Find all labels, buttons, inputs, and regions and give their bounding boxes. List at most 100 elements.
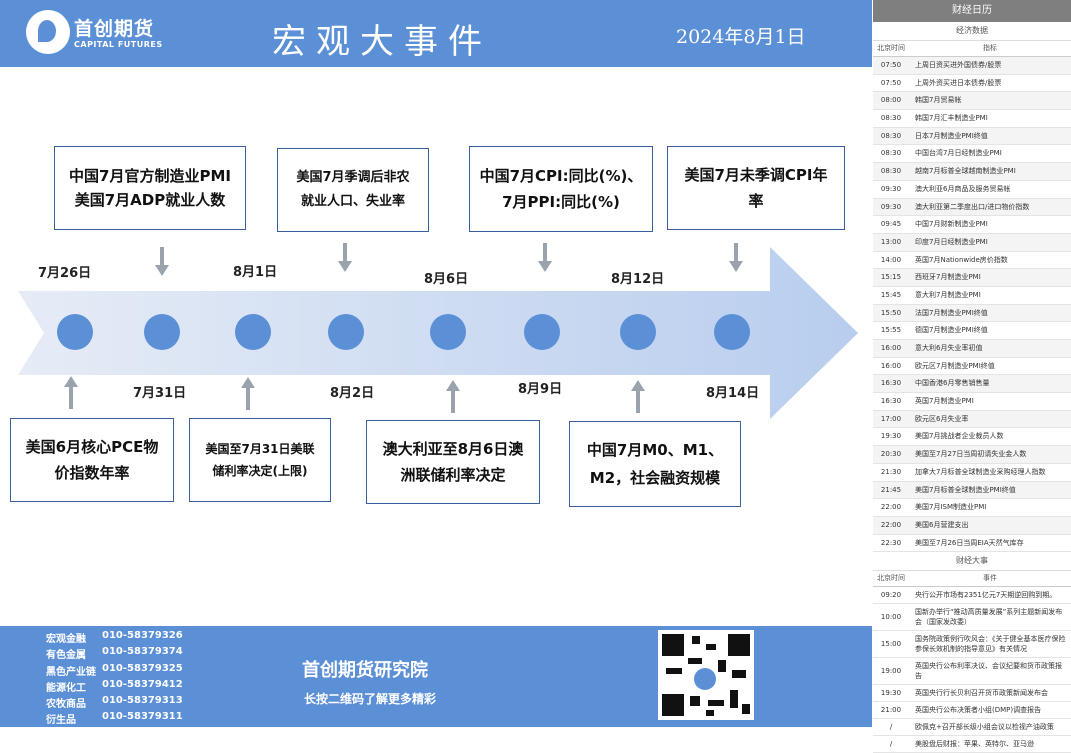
row-time: 07:50 — [880, 78, 902, 87]
contact-name: 衍生品 — [46, 715, 76, 727]
event-line: 储利率决定(上限) — [212, 464, 308, 478]
row-time: 21:30 — [880, 467, 902, 476]
down-arrow-icon — [538, 243, 552, 275]
table-row: 08:30 韩国7月汇丰制造业PMI — [873, 110, 1071, 128]
table-row: 08:00 韩国7月贸易帐 — [873, 92, 1071, 111]
row-time: 22:00 — [880, 503, 902, 512]
row-time: / — [889, 740, 893, 749]
row-indicator: 韩国7月汇丰制造业PMI — [915, 114, 988, 123]
event-box: 美国至7月31日美联储利率决定(上限) — [189, 418, 331, 502]
logo-icon — [26, 10, 70, 54]
col-time: 北京时间 — [877, 44, 905, 52]
row-indicator: 日本7月制造业PMI终值 — [915, 131, 988, 140]
row-time: 09:30 — [880, 202, 902, 211]
row-event: 英国央行行长贝利召开货币政策新闻发布会 — [915, 689, 1048, 698]
row-time: 14:00 — [880, 255, 902, 264]
event-line: 中国7月官方制造业PMI — [69, 167, 231, 185]
event-line: 中国7月CPI:同比(%)、 — [479, 167, 643, 185]
timeline-dot — [524, 314, 560, 350]
contact-row: 衍生品 010-58379311 — [46, 711, 183, 727]
qr-code-icon[interactable] — [658, 630, 754, 720]
row-event: 英国央行公布利率决议、会议纪要和货币政策报告 — [915, 662, 1062, 681]
row-time: 16:00 — [880, 361, 902, 370]
event-line: 中国7月M0、M1、 — [586, 441, 724, 459]
event-line: M2，社会融资规模 — [589, 469, 721, 487]
timeline-arrow — [18, 247, 858, 419]
contact-phone: 010-58379311 — [102, 711, 183, 723]
row-time: 15:00 — [880, 640, 902, 649]
event-panel: 首创期货 CAPITAL FUTURES 宏观大事件 2024年8月1日 7月2… — [0, 0, 872, 727]
row-indicator: 英国7月Nationwide房价指数 — [915, 255, 1008, 264]
row-time: 09:30 — [880, 184, 902, 193]
row-indicator: 上周外资买进日本债券/股票 — [915, 78, 1002, 87]
table-row: 19:30 英国央行行长贝利召开货币政策新闻发布会 — [873, 685, 1071, 703]
row-time: 19:30 — [880, 432, 902, 441]
row-time: 08:00 — [880, 96, 902, 105]
row-indicator: 上周日资买进外国债券/股票 — [915, 61, 1002, 69]
events-section-title: 财经大事 — [873, 552, 1071, 572]
calendar-title: 财经日历 — [873, 0, 1071, 22]
timeline-dot — [430, 314, 466, 350]
row-time: 15:15 — [880, 273, 902, 282]
table-row: 08:30 越南7月标普全球越南制造业PMI — [873, 163, 1071, 181]
date-label: 8月14日 — [706, 386, 760, 401]
date-label: 8月9日 — [518, 382, 563, 397]
col-event: 事件 — [983, 574, 997, 583]
row-indicator: 中国7月财新制造业PMI — [915, 220, 988, 229]
contact-phone: 010-58379412 — [102, 678, 183, 690]
econ-table-header: 北京时间 指标 — [873, 41, 1071, 57]
row-indicator: 西班牙7月制造业PMI — [915, 273, 981, 282]
contact-name: 农牧商品 — [46, 699, 86, 711]
row-time: 19:30 — [880, 689, 902, 698]
table-row: 19:30 美国7月挑战者企业裁员人数 — [873, 428, 1071, 447]
row-indicator: 中国台湾7月日经制造业PMI — [915, 149, 1002, 158]
row-indicator: 意大利7月制造业PMI — [915, 290, 981, 299]
row-indicator: 美国至7月26日当周EIA天然气库存 — [915, 538, 1024, 547]
timeline-dot — [57, 314, 93, 350]
row-indicator: 美国7月挑战者企业裁员人数 — [915, 432, 1004, 441]
row-indicator: 欧元区7月制造业PMI终值 — [915, 361, 995, 370]
down-arrow-icon — [155, 247, 169, 279]
row-time: 08:30 — [880, 114, 902, 123]
row-indicator: 越南7月标普全球越南制造业PMI — [915, 167, 1016, 176]
event-line: 美国6月核心PCE物 — [25, 438, 159, 456]
event-box: 美国6月核心PCE物价指数年率 — [10, 418, 174, 502]
date-label: 7月31日 — [133, 386, 187, 401]
econ-section-title: 经济数据 — [873, 22, 1071, 41]
event-line: 澳大利亚至8月6日澳 — [382, 440, 524, 458]
contact-phone: 010-58379325 — [102, 662, 183, 674]
event-box: 美国7月季调后非农就业人口、失业率 — [277, 148, 429, 232]
down-arrow-icon — [338, 243, 352, 275]
row-time: 20:30 — [880, 450, 902, 459]
event-box: 中国7月CPI:同比(%)、7月PPI:同比(%) — [469, 146, 653, 232]
row-time: / — [889, 723, 893, 732]
event-line: 美国至7月31日美联 — [205, 442, 315, 456]
row-indicator: 英国7月制造业PMI — [915, 397, 974, 406]
event-box: 澳大利亚至8月6日澳洲联储利率决定 — [366, 420, 540, 504]
row-time: 08:30 — [880, 167, 902, 176]
row-indicator: 韩国7月贸易帐 — [915, 96, 962, 105]
row-event: 欧佩克+召开部长级小组会议以检视产油政策 — [915, 723, 1054, 732]
header-bar: 首创期货 CAPITAL FUTURES 宏观大事件 2024年8月1日 — [0, 0, 872, 67]
row-event: 国新办举行“推动高质量发展”系列主题新闻发布会（国家发改委） — [915, 608, 1063, 627]
institute-name: 首创期货研究院 — [302, 660, 428, 681]
up-arrow-icon — [64, 376, 78, 409]
date-label: 8月2日 — [330, 386, 375, 401]
